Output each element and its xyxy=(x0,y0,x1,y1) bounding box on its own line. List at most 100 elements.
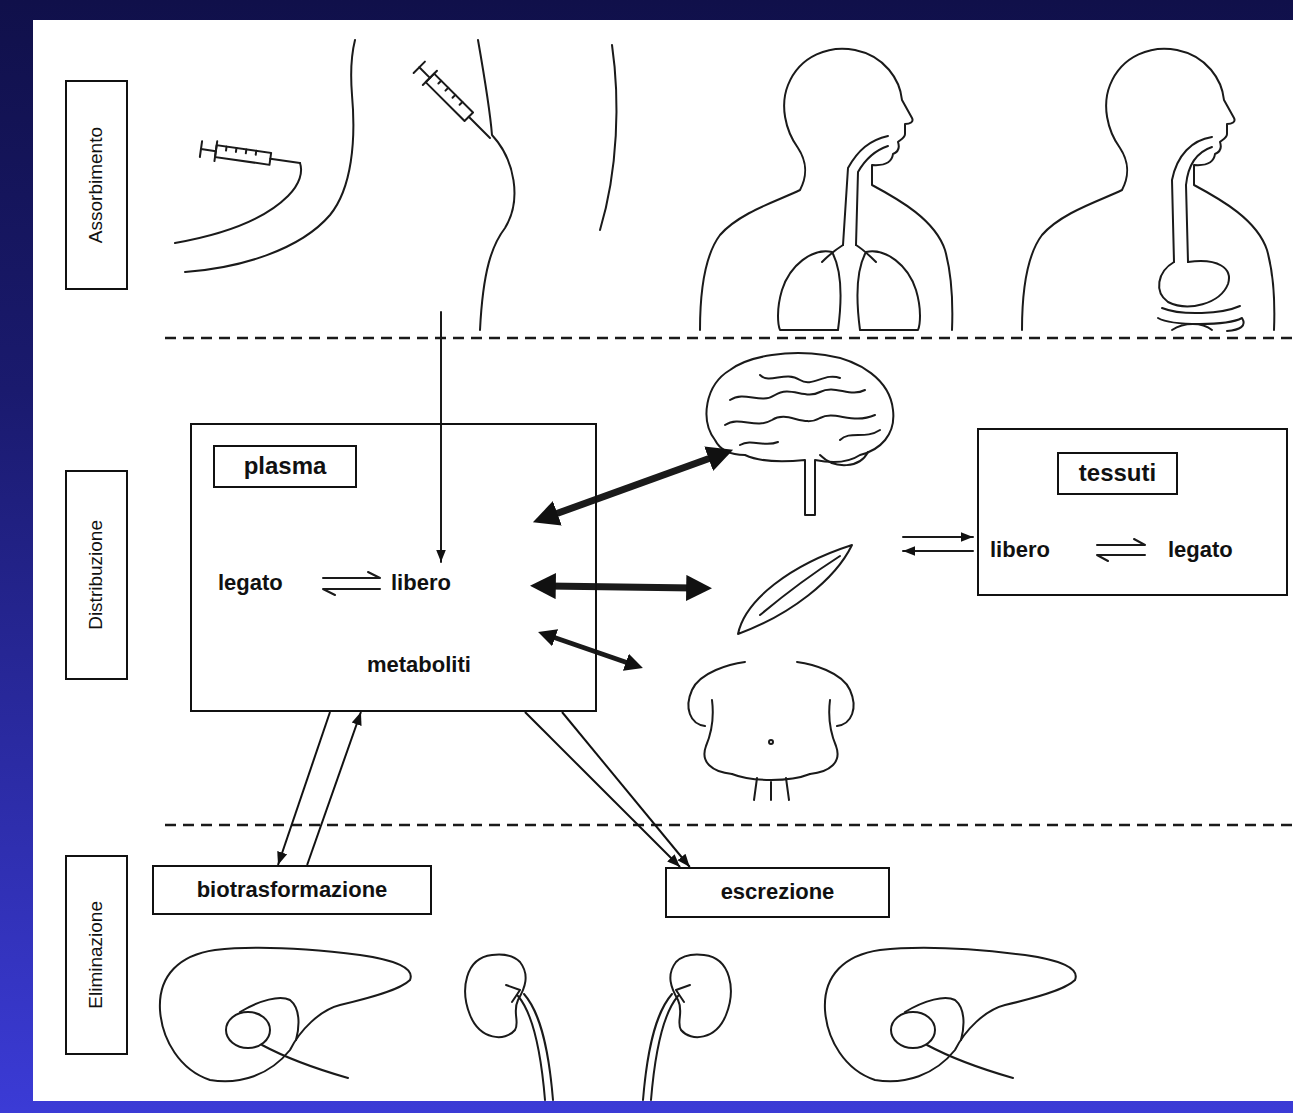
syringe-icon xyxy=(412,60,497,145)
tissue-arrow xyxy=(903,550,973,552)
stage-label: Distribuzione xyxy=(85,520,108,630)
head-torso-outline xyxy=(700,49,952,330)
lung xyxy=(858,251,920,330)
syringe-plunger xyxy=(200,141,202,157)
stage-label-box: Distribuzione xyxy=(65,470,128,680)
legs xyxy=(754,778,789,800)
compartment-title: tessuti xyxy=(1079,459,1156,488)
arm-figure xyxy=(175,40,355,272)
syringe-needle xyxy=(469,117,490,138)
equilibrium-arrow xyxy=(1097,555,1145,561)
liver-figure xyxy=(825,948,1076,1081)
arm-outline xyxy=(185,40,355,272)
exchange-arrow xyxy=(550,456,716,516)
body-outline xyxy=(478,40,514,330)
syringe-barrel xyxy=(215,145,271,165)
flow-arrow xyxy=(562,712,690,867)
stage-label-box: Eliminazione xyxy=(65,855,128,1055)
cerebellum xyxy=(820,452,868,465)
kidney xyxy=(643,955,731,1100)
equilibrium-arrow xyxy=(1097,539,1145,545)
state-label: metaboliti xyxy=(367,652,471,678)
syringe-needle xyxy=(270,159,300,163)
state-label: libero xyxy=(391,570,451,596)
state-label: legato xyxy=(218,570,283,596)
band-separator xyxy=(165,337,1293,340)
syringe-icon xyxy=(200,139,302,173)
brain-sulcus xyxy=(725,415,875,425)
equilibrium-arrow xyxy=(323,572,380,578)
muscle-figure xyxy=(738,545,852,634)
exchange-arrow xyxy=(550,636,631,664)
flow-arrow xyxy=(525,712,680,867)
ureter xyxy=(506,985,553,1100)
chest-figure xyxy=(412,40,616,330)
brain-outline xyxy=(707,353,894,515)
liver-outline xyxy=(160,948,411,1081)
kidneys-figure xyxy=(465,955,731,1100)
stage-label: Eliminazione xyxy=(85,901,108,1009)
muscle-outline xyxy=(738,545,852,634)
gallbladder xyxy=(891,1012,935,1048)
brain-sulcus xyxy=(740,430,880,445)
syringe-ticks xyxy=(226,147,256,155)
brain-sulcus xyxy=(730,389,865,400)
compartment-title: plasma xyxy=(244,452,327,481)
syringe-flange xyxy=(214,141,217,161)
absorption-arrow xyxy=(440,312,442,562)
brain-sulcus xyxy=(760,375,840,382)
stage-label: Assorbimento xyxy=(85,127,108,243)
syringe-barrel xyxy=(426,74,473,121)
syringe-flange xyxy=(423,71,437,85)
flow-arrow xyxy=(278,712,330,865)
ureter xyxy=(643,985,690,1100)
tissue-arrow xyxy=(903,536,973,538)
gallbladder xyxy=(226,1012,270,1048)
syringe-ticks xyxy=(438,81,462,105)
band-separator xyxy=(165,824,1293,827)
bronchi xyxy=(822,245,876,262)
body-outline xyxy=(810,700,838,774)
flow-arrow xyxy=(307,712,361,865)
trachea xyxy=(843,136,888,245)
syringe-plunger xyxy=(414,62,425,73)
body-outline xyxy=(688,662,745,726)
compartment-title-box: tessuti xyxy=(1057,452,1178,495)
bile-duct xyxy=(905,998,1013,1078)
liver-outline xyxy=(825,948,1076,1081)
fat-body-figure xyxy=(688,662,853,800)
compartment-box: libero legato tessuti xyxy=(977,428,1288,596)
state-label: libero xyxy=(990,537,1050,563)
compartment-box: legato libero metaboliti plasma xyxy=(190,423,597,712)
syringe-plunger xyxy=(201,149,216,151)
liver-figure xyxy=(160,948,411,1081)
navel xyxy=(769,740,773,744)
digestive-figure xyxy=(1022,49,1274,331)
process-box: biotrasformazione xyxy=(152,865,432,915)
belly-outline xyxy=(732,774,810,780)
state-label: legato xyxy=(1168,537,1233,563)
esophagus xyxy=(1172,137,1212,262)
arm-outline xyxy=(175,163,301,243)
process-box: escrezione xyxy=(665,867,890,918)
bile-duct xyxy=(240,998,348,1078)
body-outline xyxy=(797,662,854,726)
body-outline xyxy=(704,700,732,774)
muscle-fibre xyxy=(760,556,840,615)
head-torso-group xyxy=(1022,49,1274,331)
process-label: biotrasformazione xyxy=(197,877,388,903)
compartment-title-box: plasma xyxy=(213,445,357,488)
kidney xyxy=(465,955,553,1100)
lungs-figure xyxy=(700,49,952,330)
exchange-arrow xyxy=(548,586,694,588)
stage-label-box: Assorbimento xyxy=(65,80,128,290)
brain-figure xyxy=(707,353,894,515)
connector-group xyxy=(278,712,690,867)
syringe-plunger xyxy=(419,67,430,78)
lung xyxy=(778,251,840,330)
process-label: escrezione xyxy=(721,879,835,905)
equilibrium-arrow xyxy=(323,589,380,595)
